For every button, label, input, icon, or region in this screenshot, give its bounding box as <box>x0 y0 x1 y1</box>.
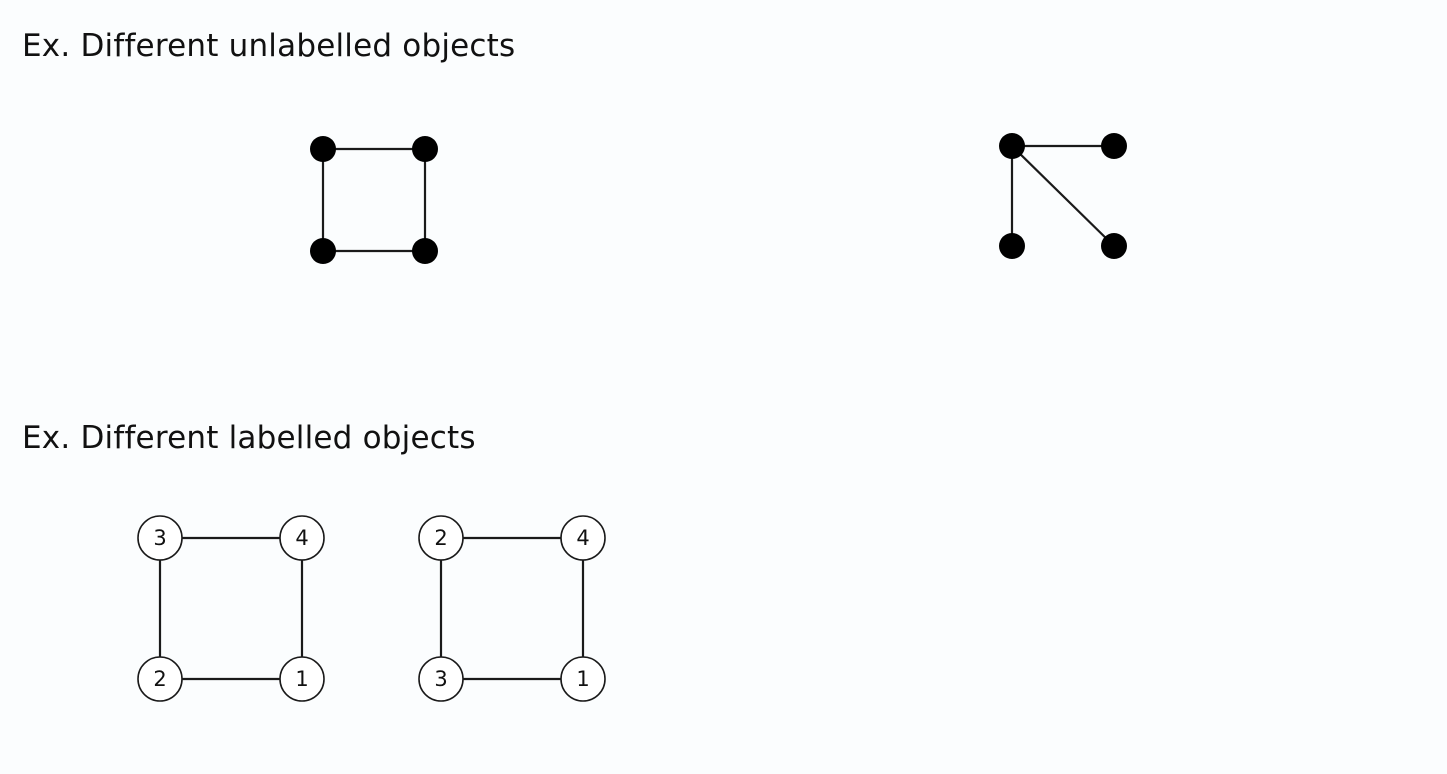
node-label: 1 <box>576 667 589 691</box>
node-label: 2 <box>434 526 447 550</box>
node-label: 3 <box>434 667 447 691</box>
node-label: 4 <box>295 526 308 550</box>
unlabelled-star-graph <box>999 133 1127 259</box>
vertex <box>999 233 1025 259</box>
node-label: 1 <box>295 667 308 691</box>
vertex <box>310 238 336 264</box>
node: 4 <box>279 515 325 561</box>
node-label: 4 <box>576 526 589 550</box>
labelled-graph-b: 2 4 3 1 <box>418 515 606 702</box>
node-label: 2 <box>153 667 166 691</box>
node-label: 3 <box>153 526 166 550</box>
node: 2 <box>137 656 183 702</box>
node: 3 <box>137 515 183 561</box>
vertex <box>310 136 336 162</box>
vertex <box>999 133 1025 159</box>
labelled-graph-a: 3 4 2 1 <box>137 515 325 702</box>
vertex <box>412 136 438 162</box>
heading-unlabelled-objects: Ex. Different unlabelled objects <box>22 28 516 64</box>
node: 2 <box>418 515 464 561</box>
node: 1 <box>560 656 606 702</box>
vertex <box>412 238 438 264</box>
edge <box>1011 145 1115 247</box>
vertex <box>1101 233 1127 259</box>
heading-labelled-objects: Ex. Different labelled objects <box>22 420 476 456</box>
node: 1 <box>279 656 325 702</box>
vertex <box>1101 133 1127 159</box>
node: 4 <box>560 515 606 561</box>
unlabelled-cycle-graph <box>310 136 438 264</box>
node: 3 <box>418 656 464 702</box>
